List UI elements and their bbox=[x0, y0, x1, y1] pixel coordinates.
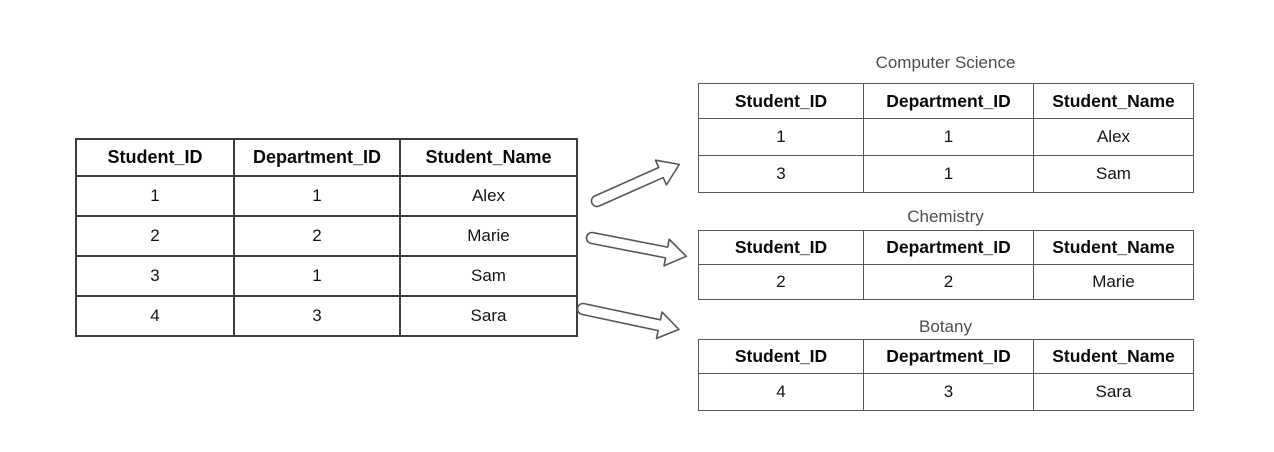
partition-table-botany: Student_ID Department_ID Student_Name 4 … bbox=[698, 339, 1194, 411]
table-cell: 1 bbox=[863, 155, 1034, 193]
table-cell: Alex bbox=[399, 175, 578, 217]
column-header-student-name: Student_Name bbox=[1033, 339, 1194, 374]
partition-table-chemistry: Student_ID Department_ID Student_Name 2 … bbox=[698, 230, 1194, 300]
table-cell: 1 bbox=[863, 118, 1034, 156]
partition-table-computer-science: Student_ID Department_ID Student_Name 1 … bbox=[698, 83, 1194, 193]
column-header-student-id: Student_ID bbox=[698, 83, 864, 119]
table-cell: 2 bbox=[863, 264, 1034, 300]
table-cell: 3 bbox=[233, 295, 401, 337]
table-cell: 1 bbox=[233, 175, 401, 217]
table-header-row: Student_ID Department_ID Student_Name bbox=[698, 339, 1194, 374]
table-header-row: Student_ID Department_ID Student_Name bbox=[698, 83, 1194, 119]
table-row: 3 1 Sam bbox=[698, 155, 1194, 193]
table-cell: 1 bbox=[75, 175, 235, 217]
column-header-department-id: Department_ID bbox=[863, 83, 1034, 119]
table-cell: 3 bbox=[698, 155, 864, 193]
table-cell: 4 bbox=[75, 295, 235, 337]
column-header-student-name: Student_Name bbox=[1033, 83, 1194, 119]
table-header-row: Student_ID Department_ID Student_Name bbox=[75, 138, 578, 177]
table-cell: 2 bbox=[698, 264, 864, 300]
table-cell: Sam bbox=[399, 255, 578, 297]
table-row: 4 3 Sara bbox=[698, 373, 1194, 411]
block-arrow-right-icon bbox=[585, 231, 688, 267]
table-cell: 3 bbox=[863, 373, 1034, 411]
table-cell: 2 bbox=[233, 215, 401, 257]
column-header-department-id: Department_ID bbox=[863, 339, 1034, 374]
source-student-table: Student_ID Department_ID Student_Name 1 … bbox=[75, 138, 578, 337]
table-cell: Marie bbox=[1033, 264, 1194, 300]
partition-title-chemistry: Chemistry bbox=[907, 207, 984, 226]
column-header-student-id: Student_ID bbox=[698, 230, 864, 265]
table-cell: 1 bbox=[698, 118, 864, 156]
table-cell: Sara bbox=[1033, 373, 1194, 411]
table-row: 2 2 Marie bbox=[75, 215, 578, 257]
column-header-department-id: Department_ID bbox=[863, 230, 1034, 265]
table-row: 3 1 Sam bbox=[75, 255, 578, 297]
column-header-student-name: Student_Name bbox=[399, 138, 578, 177]
table-cell: 4 bbox=[698, 373, 864, 411]
column-header-department-id: Department_ID bbox=[233, 138, 401, 177]
table-cell: 2 bbox=[75, 215, 235, 257]
block-arrow-down-right-icon bbox=[576, 302, 680, 340]
table-header-row: Student_ID Department_ID Student_Name bbox=[698, 230, 1194, 265]
table-cell: 1 bbox=[233, 255, 401, 297]
table-cell: 3 bbox=[75, 255, 235, 297]
table-cell: Alex bbox=[1033, 118, 1194, 156]
column-header-student-name: Student_Name bbox=[1033, 230, 1194, 265]
table-row: 1 1 Alex bbox=[75, 175, 578, 217]
table-cell: Marie bbox=[399, 215, 578, 257]
partition-title-botany: Botany bbox=[919, 317, 972, 336]
column-header-student-id: Student_ID bbox=[698, 339, 864, 374]
table-cell: Sara bbox=[399, 295, 578, 337]
table-row: 2 2 Marie bbox=[698, 264, 1194, 300]
table-row: 4 3 Sara bbox=[75, 295, 578, 337]
column-header-student-id: Student_ID bbox=[75, 138, 235, 177]
partition-title-computer-science: Computer Science bbox=[875, 53, 1016, 72]
block-arrow-up-right-icon bbox=[590, 159, 681, 208]
table-row: 1 1 Alex bbox=[698, 118, 1194, 156]
table-cell: Sam bbox=[1033, 155, 1194, 193]
